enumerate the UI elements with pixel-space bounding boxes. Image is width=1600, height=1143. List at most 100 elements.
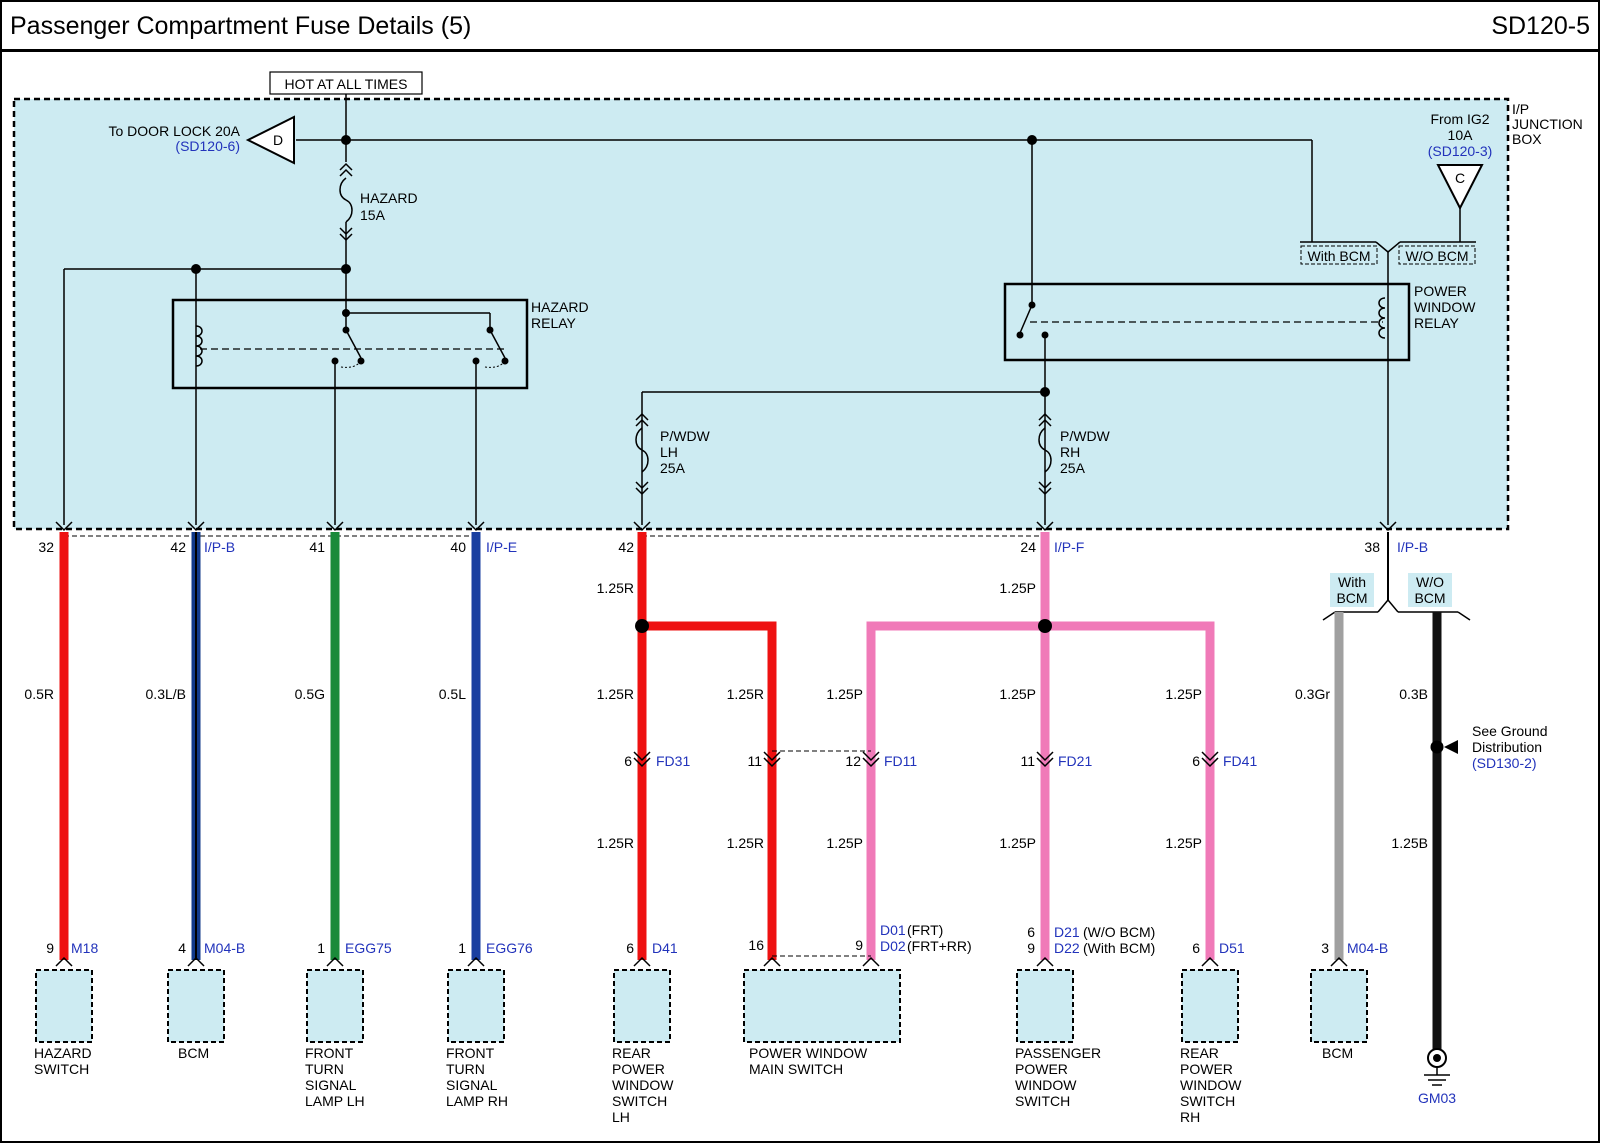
ground-ref: (SD130-2) <box>1472 755 1537 771</box>
wire-label-0-5l: 0.5L <box>439 686 466 702</box>
comp2-name-1: FRONT <box>305 1045 354 1061</box>
ground-code: GM03 <box>1418 1090 1456 1106</box>
comp2-name-2: TURN <box>305 1061 344 1077</box>
ground-label-1: See Ground <box>1472 723 1548 739</box>
comp4-name-3: WINDOW <box>612 1077 674 1093</box>
comp7-pin: 6 <box>1192 940 1200 956</box>
with-bcm-label-2: BCM <box>1336 590 1367 606</box>
wire-label-r3: 1.25R <box>597 835 634 851</box>
comp6-name-4: SWITCH <box>1015 1093 1070 1109</box>
pwdw-lh-fuse <box>635 427 649 473</box>
pin-32: 32 <box>38 539 54 555</box>
pin-fd11: 12 <box>845 753 861 769</box>
passenger-pw-switch-box <box>1016 969 1074 1043</box>
pin-fd31: 6 <box>624 753 632 769</box>
comp3-name-2: TURN <box>446 1061 485 1077</box>
wo-bcm-label-1: W/O <box>1416 574 1444 590</box>
comp2-conn: EGG75 <box>345 940 392 956</box>
wire-label-gr: 0.3Gr <box>1295 686 1330 702</box>
ground-label-2: Distribution <box>1472 739 1542 755</box>
comp0-conn: M18 <box>71 940 98 956</box>
pwdw-lh-label-3: 25A <box>660 460 686 476</box>
pw-relay-label-2: WINDOW <box>1414 299 1476 315</box>
conn-fd11: FD11 <box>884 753 917 769</box>
comp5-conn: D01 <box>880 922 906 938</box>
wire-label-0-5g: 0.5G <box>295 686 325 702</box>
comp3-name-1: FRONT <box>446 1045 495 1061</box>
door-lock-label: To DOOR LOCK 20A <box>109 123 241 139</box>
pwdw-rh-label-1: P/WDW <box>1060 428 1111 444</box>
comp3-conn: EGG76 <box>486 940 533 956</box>
conn-fd41: FD41 <box>1223 753 1257 769</box>
junction-box-label-2: JUNCTION <box>1512 116 1583 132</box>
conn-fd21: FD21 <box>1058 753 1092 769</box>
comp5-name-1: POWER WINDOW <box>749 1045 868 1061</box>
comp2-name-4: LAMP LH <box>305 1093 365 1109</box>
page-title: Passenger Compartment Fuse Details (5) <box>10 12 472 40</box>
ig2-label-1: From IG2 <box>1430 111 1489 127</box>
wo-bcm-label-2: BCM <box>1414 590 1445 606</box>
wire-label-p1: 1.25P <box>999 580 1036 596</box>
pin-24: 24 <box>1020 539 1036 555</box>
comp7-conn: D51 <box>1219 940 1245 956</box>
turn-lamp-rh-box <box>447 969 505 1043</box>
pwdw-lh-label-1: P/WDW <box>660 428 711 444</box>
with-bcm-label-1: With <box>1338 574 1366 590</box>
comp4-conn: D41 <box>652 940 678 956</box>
rear-pw-switch-lh-box <box>613 969 671 1043</box>
splice-pink <box>1038 619 1052 633</box>
comp6-pin2: 9 <box>1027 940 1035 956</box>
ig2-ref: (SD120-3) <box>1428 143 1493 159</box>
comp8-name-1: BCM <box>1322 1045 1353 1061</box>
comp2-pin: 1 <box>317 940 325 956</box>
comp6-conn-note: (W/O BCM) <box>1083 924 1155 940</box>
comp5-pin: 16 <box>748 937 764 953</box>
comp4-name-5: LH <box>612 1109 630 1125</box>
comp5-name-2: MAIN SWITCH <box>749 1061 843 1077</box>
pin-fd31-11: 11 <box>747 753 762 769</box>
comp6-name-3: WINDOW <box>1015 1077 1077 1093</box>
wire-label-0-3lb: 0.3L/B <box>146 686 186 702</box>
comp5-conn-note: (FRT) <box>907 922 943 938</box>
conn-ipf: I/P-F <box>1054 539 1084 555</box>
pin-42a: 42 <box>170 539 186 555</box>
ground-splice <box>1430 740 1444 754</box>
turn-lamp-lh-box <box>306 969 364 1043</box>
bcm-box-2 <box>1310 969 1368 1043</box>
hazard-relay-label-1: HAZARD <box>531 299 589 315</box>
door-lock-ref: (SD120-6) <box>175 138 240 154</box>
ig2-connector <box>1436 164 1484 211</box>
comp0-pin: 9 <box>46 940 54 956</box>
wire-label-r1: 1.25R <box>597 580 634 596</box>
wire-label-p3: 1.25P <box>826 835 863 851</box>
wire-pink-branch <box>866 532 1215 960</box>
comp6-conn2: D22 <box>1054 940 1080 956</box>
wire-red-branch <box>637 532 777 960</box>
wire-label-p4: 1.25P <box>999 686 1036 702</box>
pin-38: 38 <box>1364 539 1380 555</box>
title-rule <box>0 49 1600 52</box>
wire-label-b1: 0.3B <box>1399 686 1428 702</box>
pin-fd21: 11 <box>1020 753 1035 769</box>
comp0-name-1: HAZARD <box>34 1045 92 1061</box>
hazard-fuse-label-1: HAZARD <box>360 190 418 206</box>
comp7-name-4: SWITCH <box>1180 1093 1235 1109</box>
wire-label-p2: 1.25P <box>826 686 863 702</box>
power-window-relay <box>1003 282 1411 362</box>
wire-label-p5: 1.25P <box>999 835 1036 851</box>
pin-fd41: 6 <box>1192 753 1200 769</box>
splice-red <box>635 619 649 633</box>
hazard-fuse-label-2: 15A <box>360 207 386 223</box>
conn-ipe: I/P-E <box>486 539 517 555</box>
pw-relay-label-1: POWER <box>1414 283 1467 299</box>
comp7-name-2: POWER <box>1180 1061 1233 1077</box>
comp1-conn: M04-B <box>204 940 245 956</box>
pw-relay-label-3: RELAY <box>1414 315 1460 331</box>
pw-main-switch-box <box>743 969 901 1043</box>
pin-41: 41 <box>309 539 325 555</box>
comp4-name-1: REAR <box>612 1045 651 1061</box>
door-lock-connector <box>245 115 295 165</box>
hazard-relay-label-2: RELAY <box>531 315 577 331</box>
pwdw-lh-label-2: LH <box>660 444 678 460</box>
